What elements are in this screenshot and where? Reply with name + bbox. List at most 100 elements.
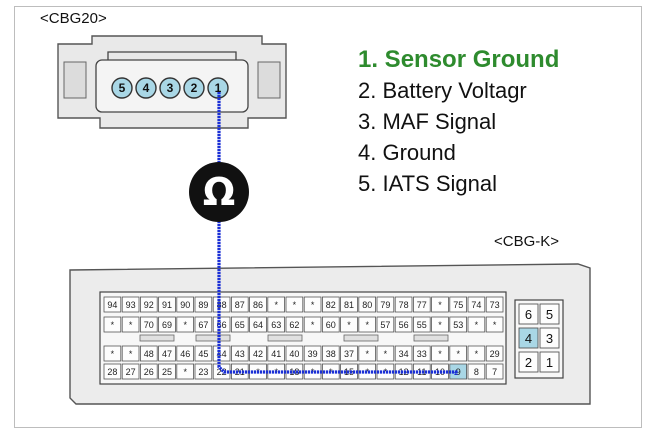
cbgk-terminal-label: 74 [471, 300, 481, 310]
cbgk-terminal-label: 62 [289, 320, 299, 330]
cbgk-terminal: 46 [176, 345, 195, 362]
cbgk-terminal: 40 [285, 345, 304, 362]
cbgk-terminal: 87 [230, 296, 249, 313]
cbgk-terminal-label: 65 [235, 320, 245, 330]
cbgk-terminal: * [431, 316, 449, 333]
cbgk-terminal: * [358, 316, 376, 333]
cbgk-latch-tab [195, 334, 231, 342]
cbgk-terminal: 73 [485, 296, 504, 313]
cbgk-terminal-label: 70 [144, 320, 154, 330]
cbgk-terminal-label: 33 [417, 349, 427, 359]
cbgk-terminal-label: 60 [326, 320, 336, 330]
cbgk-terminal: 60 [321, 316, 340, 333]
cbgk-terminal: 27 [121, 363, 140, 380]
cbg20-pin-label: 2 [191, 81, 198, 95]
cbgk-terminal: * [376, 363, 395, 380]
cbgk-terminal-label: 91 [162, 300, 172, 310]
cbgk-terminal-label: * [438, 349, 442, 359]
cbgk-terminal: * [467, 316, 486, 333]
cbgk-terminal: 25 [158, 363, 176, 380]
cbgk-terminal: 82 [321, 296, 340, 313]
cbgk-terminal: 3 [539, 327, 560, 349]
cbgk-terminal-label: 53 [453, 320, 463, 330]
cbgk-connector-label: <CBG-K> [494, 233, 560, 250]
cbgk-terminal: * [449, 345, 467, 362]
cbgk-terminal: 67 [194, 316, 213, 333]
cbgk-terminal-label: * [384, 367, 388, 377]
cbgk-terminal: 26 [139, 363, 158, 380]
cbgk-terminal: * [358, 345, 376, 362]
cbgk-terminal: 80 [358, 296, 376, 313]
cbg20-pin-label: 4 [143, 81, 150, 95]
cbgk-terminal-label: 23 [198, 367, 208, 377]
cbg20-pin-label: 3 [167, 81, 174, 95]
cbgk-terminal: 55 [412, 316, 431, 333]
cbgk-terminal-label: 89 [198, 300, 208, 310]
cbgk-terminal-label: 26 [144, 367, 154, 377]
cbgk-terminal-label: 43 [235, 349, 245, 359]
cbgk-terminal-label: 38 [326, 349, 336, 359]
cbgk-latch-tab [139, 334, 175, 342]
cbgk-terminal: 64 [249, 316, 267, 333]
cbgk-terminal: 56 [394, 316, 413, 333]
cbgk-terminal: 69 [158, 316, 176, 333]
cbgk-terminal-label: * [111, 349, 115, 359]
cbg20-pin-1: 1 [207, 77, 229, 99]
cbgk-terminal: 34 [394, 345, 413, 362]
cbgk-terminal: * [121, 345, 140, 362]
cbgk-terminal: 29 [485, 345, 504, 362]
cbgk-terminal: 78 [394, 296, 413, 313]
cbgk-terminal: 12 [394, 363, 413, 380]
cbgk-terminal-label: 45 [198, 349, 208, 359]
cbgk-terminal-label: 7 [492, 367, 497, 377]
cbgk-terminal: 37 [340, 345, 358, 362]
cbgk-terminal-label: * [347, 320, 351, 330]
cbgk-terminal: 81 [340, 296, 358, 313]
cbgk-terminal-label: 39 [308, 349, 318, 359]
cbgk-terminal-label: 69 [162, 320, 172, 330]
pin-legend: 1. Sensor Ground 2. Battery Voltagr 3. M… [358, 44, 559, 199]
cbgk-terminal: 33 [412, 345, 431, 362]
cbg20-pin-4: 4 [135, 77, 157, 99]
cbgk-terminal: 86 [249, 296, 267, 313]
cbgk-terminal-label: 86 [253, 300, 263, 310]
cbgk-terminal-label: 37 [344, 349, 354, 359]
cbgk-terminal: 6 [518, 303, 539, 325]
cbgk-terminal-label: 6 [525, 307, 532, 322]
cbgk-terminal-label: 8 [474, 367, 479, 377]
cbgk-terminal-label: 11 [417, 367, 426, 377]
cbgk-terminal: 65 [230, 316, 249, 333]
cbgk-terminal-label: * [365, 349, 369, 359]
cbgk-terminal-label: 75 [453, 300, 463, 310]
cbgk-terminal: * [376, 345, 395, 362]
cbgk-terminal-label: 78 [399, 300, 409, 310]
cbg20-pin-label: 5 [119, 81, 126, 95]
cbgk-terminal: 43 [230, 345, 249, 362]
cbgk-terminal-label: * [475, 320, 479, 330]
ohmmeter-icon: Ω [189, 162, 249, 222]
cbgk-terminal-label: 2 [525, 355, 532, 370]
cbgk-terminal: 48 [139, 345, 158, 362]
cbgk-terminal: 91 [158, 296, 176, 313]
cbgk-terminal-label: 3 [546, 331, 553, 346]
cbgk-terminal-label: * [293, 300, 297, 310]
cbgk-terminal: 4 [518, 327, 539, 349]
cbgk-terminal: 79 [376, 296, 395, 313]
cbgk-terminal-label: 88 [217, 300, 227, 310]
cbgk-terminal: * [303, 316, 322, 333]
cbg20-pin-5: 5 [111, 77, 133, 99]
cbgk-terminal: 8 [467, 363, 486, 380]
legend-item-iats-signal: 5. IATS Signal [358, 171, 497, 196]
cbg20-connector-label: <CBG20> [40, 10, 107, 27]
cbgk-terminal-label: 82 [326, 300, 336, 310]
cbgk-terminal-label: 47 [162, 349, 172, 359]
cbgk-terminal: * [121, 316, 140, 333]
cbgk-terminal: 1 [539, 351, 560, 373]
cbgk-terminal: * [431, 296, 449, 313]
cbgk-terminal-label: 28 [107, 367, 117, 377]
cbgk-terminal-label: 93 [126, 300, 136, 310]
cbgk-terminal: 41 [267, 345, 285, 362]
cbgk-terminal: * [485, 316, 504, 333]
